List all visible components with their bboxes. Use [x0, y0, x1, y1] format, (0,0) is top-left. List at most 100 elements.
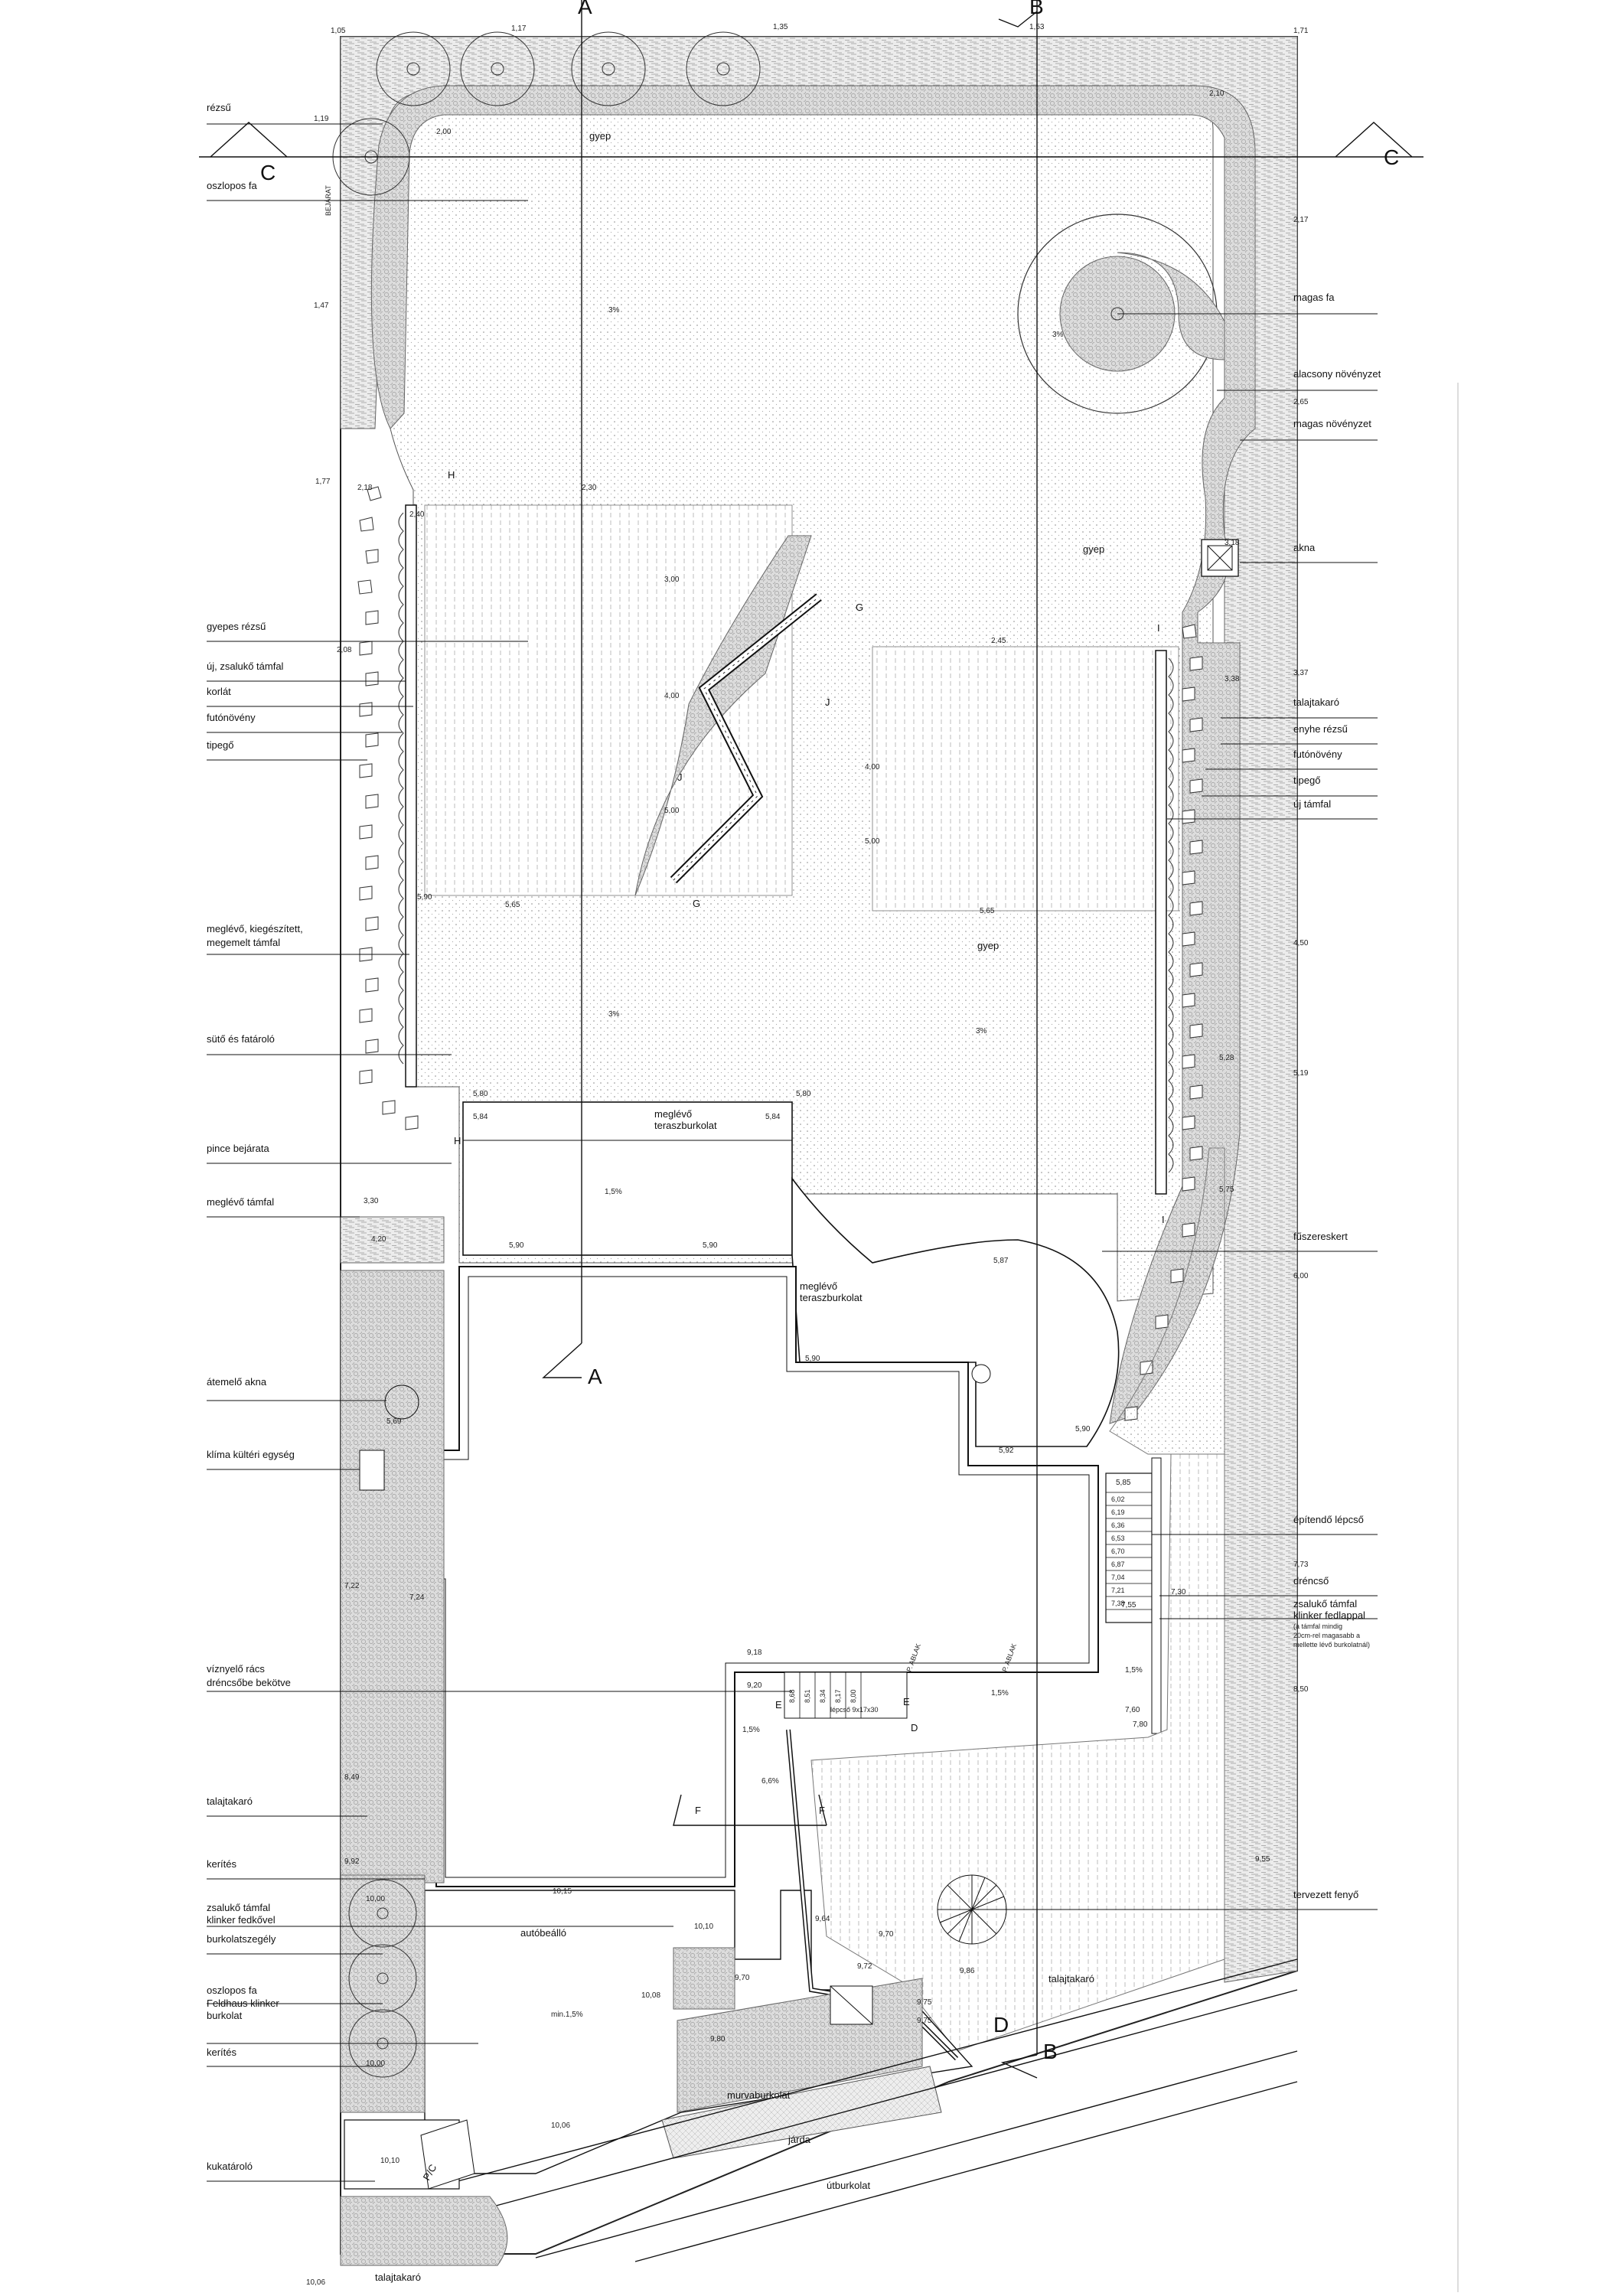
elevation-label: 5,90 [417, 893, 432, 902]
legend-left-label: oszlopos fa [207, 1985, 258, 1996]
stair-step-elevation: 8,00 [850, 1689, 857, 1703]
elevation-label: 1,17 [511, 24, 527, 33]
legend-left-label: új, zsalukő támfal [207, 660, 284, 672]
elevation-label: 3,18 [1225, 539, 1240, 547]
section-mark-g: G [856, 602, 863, 613]
elevation-label: 7,55 [1121, 1601, 1136, 1609]
left-driveway-strip [340, 1874, 426, 2113]
leader-lines-right [995, 313, 1378, 1910]
elevation-label: 1,71 [1293, 27, 1309, 35]
elevation-label: 5,69 [386, 1417, 402, 1426]
elevation-label: 7,73 [1293, 1561, 1309, 1569]
legend-left-label: burkolatszegély [207, 1933, 276, 1945]
elevation-label: 2,45 [991, 637, 1006, 645]
elevation-label: 2,17 [1293, 216, 1309, 224]
legend-right-label: magas fa [1293, 292, 1335, 303]
plan-label-terrace_1b: teraszburkolat [654, 1120, 717, 1131]
stair-step-elevation: 8,34 [819, 1689, 827, 1703]
section-mark-a: A [588, 1365, 602, 1388]
legend-left-label: Feldhaus klinker [207, 1998, 279, 2009]
stair-step-elevation: 6,53 [1111, 1534, 1125, 1542]
elevation-label: 8,49 [344, 1773, 360, 1782]
groundcover-bottom-left [340, 2196, 508, 2266]
elevation-label: 5,65 [980, 907, 995, 915]
elevation-label: 9,55 [1255, 1855, 1270, 1864]
legend-right-label: zsalukő támfal [1293, 1598, 1357, 1609]
legend-right-label: mellette lévő burkolatnál) [1293, 1641, 1370, 1649]
elevation-label: 9,70 [735, 1974, 750, 1982]
plan-label-talajtakaro_s: talajtakaró [375, 2272, 421, 2283]
stair-step-elevation: 6,19 [1111, 1508, 1125, 1516]
elevation-label: 9,86 [960, 1967, 975, 1975]
right-retaining-wall [1155, 650, 1174, 1195]
legend-right-label: akna [1293, 542, 1316, 553]
pump-manhole-symbol [384, 1384, 419, 1420]
section-mark-d: D [993, 2013, 1009, 2037]
section-mark-i: I [1162, 1214, 1165, 1225]
legend-left-label: dréncsőbe bekötve [207, 1677, 291, 1688]
legend-left-label: klíma kültéri egység [207, 1449, 295, 1460]
slope-label: 6,6% [761, 1777, 779, 1786]
elevation-label: 9,64 [815, 1915, 830, 1923]
slope-label: 3% [608, 1010, 620, 1019]
elevation-label: 6,00 [1293, 1272, 1309, 1280]
legend-right-label: magas növényzet [1293, 418, 1371, 429]
legend-left-label: kerítés [207, 2047, 237, 2058]
plan-label-gyep_3: gyep [977, 940, 999, 951]
legend-left-label: kerítés [207, 1858, 237, 1870]
section-mark-a: A [578, 0, 592, 18]
section-lines [199, 0, 1423, 2079]
elevation-label: 5,84 [765, 1113, 781, 1121]
elevation-label: 3,38 [1225, 675, 1240, 683]
elevation-label: 1,35 [773, 23, 788, 31]
elevation-label: 5,28 [1219, 1054, 1234, 1062]
elevation-label: 4,00 [865, 763, 880, 771]
elevation-label: 10,10 [694, 1923, 713, 1931]
stepping-stones-left [357, 486, 419, 1130]
stair-step-elevation: 6,02 [1111, 1495, 1125, 1503]
elevation-label: 1,19 [314, 115, 329, 123]
upper-terrace [462, 1101, 793, 1256]
elevation-label: 5,00 [664, 807, 680, 815]
elevation-label: 5,80 [796, 1090, 811, 1098]
elevation-label: 5,92 [999, 1446, 1014, 1455]
leader-lines-left [207, 123, 792, 2182]
elevation-label: 9,80 [710, 2035, 726, 2043]
elevation-label: 1,53 [1029, 23, 1045, 31]
section-mark-e: E [775, 1699, 782, 1711]
elevation-label: 2,30 [582, 484, 597, 492]
section-mark-e: E [903, 1696, 910, 1707]
slope-label: 1,5% [1125, 1666, 1143, 1675]
elevation-label: 7,30 [1171, 1588, 1186, 1596]
slope-label: min.1,5% [551, 2011, 583, 2019]
slope-label: 3% [1052, 331, 1064, 339]
elevation-label: 5,90 [805, 1355, 820, 1363]
ac-unit-symbol [359, 1450, 385, 1491]
slope-label: 1,5% [605, 1188, 622, 1196]
left-retaining-wall [398, 504, 417, 1088]
stair-step-elevation: 6,87 [1111, 1561, 1125, 1568]
legend-right-label: alacsony növényzet [1293, 368, 1381, 380]
plan-label-terrace_2b: teraszburkolat [800, 1292, 863, 1303]
legend-left-label: klinker fedkővel [207, 1914, 276, 1926]
legend-right-label: klinker fedlappal [1293, 1609, 1365, 1621]
section-mark-b: B [1043, 2040, 1058, 2063]
legend-right-label: építendő lépcső [1293, 1514, 1364, 1525]
elevation-label: 5,85 [1116, 1479, 1131, 1487]
legend-right-label: tervezett fenyő [1293, 1889, 1358, 1900]
elevation-label: 10,00 [366, 1895, 385, 1903]
elevation-label: 10,15 [553, 1887, 572, 1896]
section-mark-j: J [825, 696, 830, 708]
legend-right-label: (a támfal mindig [1293, 1623, 1342, 1630]
slope-label: 3% [608, 306, 620, 315]
legend-right-label: dréncső [1293, 1575, 1329, 1587]
legend-left-label: kukatároló [207, 2161, 253, 2172]
elevation-label: 2,40 [409, 510, 425, 519]
legend-left-label: gyepes rézsű [207, 621, 266, 632]
left-side-strip [340, 1216, 445, 1883]
lower-right-groundcover [810, 1147, 1225, 2052]
section-mark-d: D [911, 1722, 918, 1733]
elevation-label: 3,37 [1293, 669, 1309, 677]
slope-label: 3% [976, 1027, 987, 1035]
